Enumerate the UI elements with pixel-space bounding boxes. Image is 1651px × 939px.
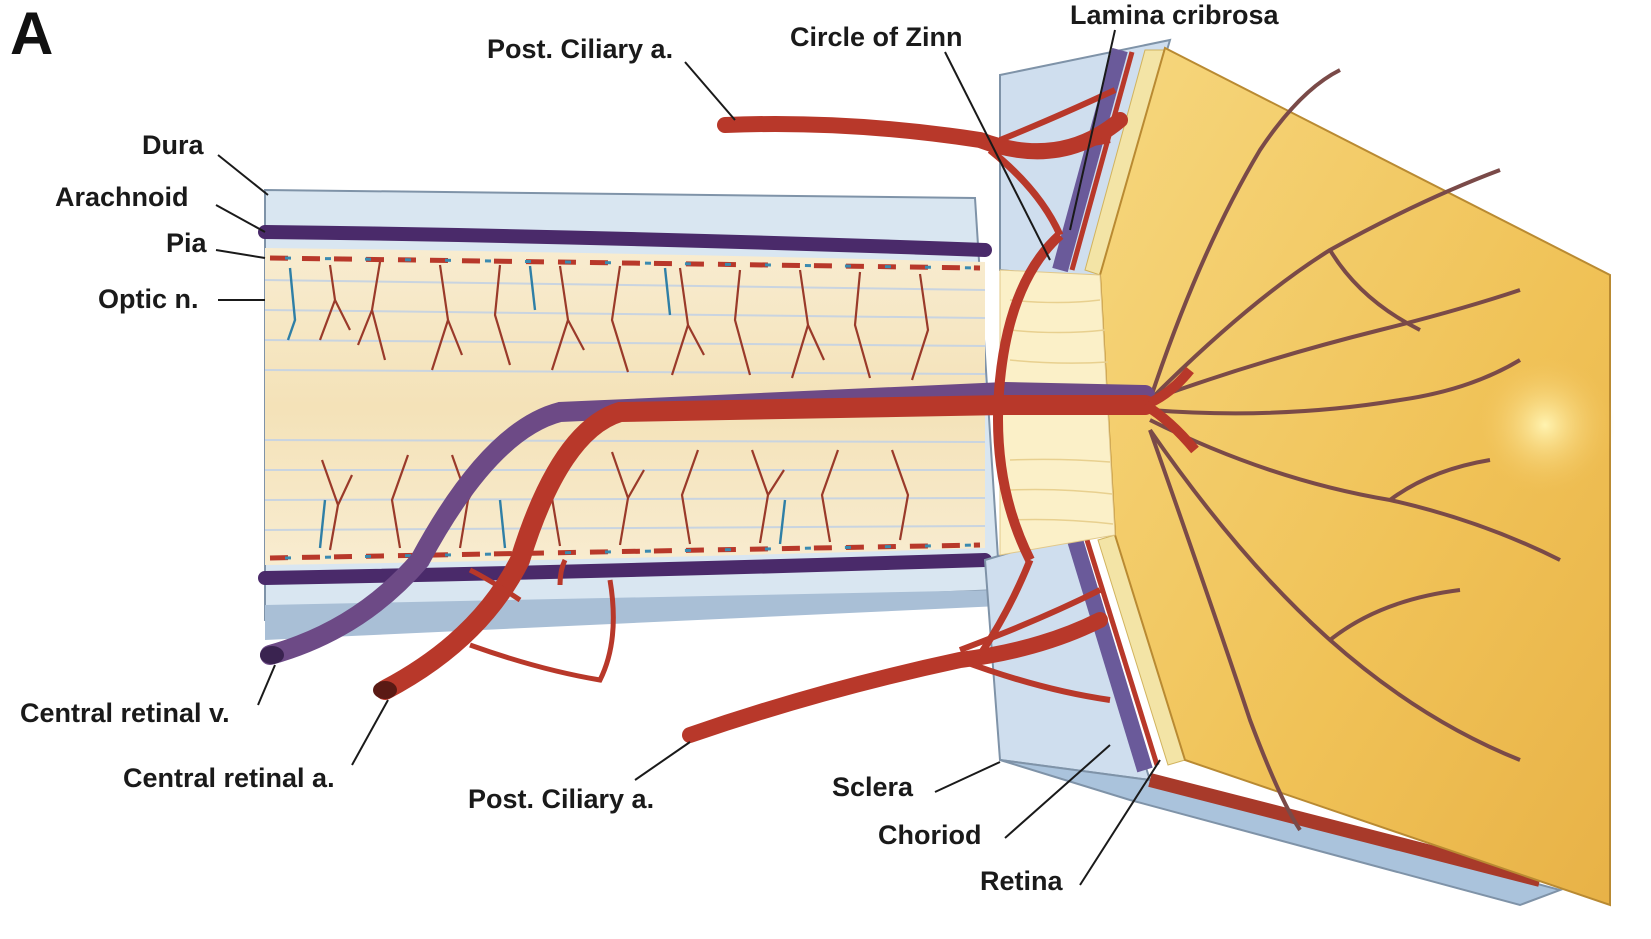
artery-branches	[468, 558, 616, 683]
leader-choroid	[1004, 744, 1111, 839]
label-post-ciliary-top: Post. Ciliary a.	[487, 34, 674, 64]
posterior-ciliary-artery-top	[717, 87, 1128, 237]
sclera-block	[983, 38, 1564, 907]
label-central-retinal-v: Central retinal v.	[20, 698, 230, 728]
leader-post-ciliary-top	[684, 61, 736, 121]
choroid-layer	[1052, 47, 1542, 887]
leader-central-retinal-a	[351, 699, 389, 766]
macula	[1475, 355, 1615, 495]
leader-arachnoid	[215, 204, 266, 233]
leader-lamina-cribrosa	[1069, 29, 1116, 231]
circle-of-zinn	[993, 231, 1064, 563]
leader-lines	[215, 29, 1161, 886]
label-post-ciliary-bottom: Post. Ciliary a.	[468, 784, 655, 814]
leader-dura	[217, 154, 269, 196]
label-choroid: Choriod	[878, 820, 982, 850]
posterior-ciliary-artery-bottom	[682, 558, 1111, 743]
leader-circle-of-zinn	[944, 51, 1051, 261]
leader-sclera	[934, 761, 1001, 793]
label-retina: Retina	[980, 866, 1063, 896]
label-arachnoid: Arachnoid	[55, 182, 189, 212]
leader-central-retinal-v	[257, 664, 276, 706]
leader-pia	[215, 249, 266, 259]
panel-letter: A	[10, 0, 54, 67]
central-retinal-vein	[260, 381, 1155, 665]
label-dura: Dura	[142, 130, 204, 160]
retinal-vessels	[1148, 68, 1561, 832]
label-central-retinal-a: Central retinal a.	[123, 763, 335, 793]
label-optic-n: Optic n.	[98, 284, 199, 314]
label-lamina-cribrosa: Lamina cribrosa	[1070, 0, 1279, 30]
pia-layer	[258, 225, 992, 585]
central-retinal-artery	[373, 366, 1199, 700]
leader-retina	[1079, 759, 1161, 886]
label-circle-of-zinn: Circle of Zinn	[790, 22, 963, 52]
leader-post-ciliary-bottom	[634, 741, 691, 781]
label-pia: Pia	[166, 228, 207, 258]
label-sclera: Sclera	[832, 772, 914, 802]
